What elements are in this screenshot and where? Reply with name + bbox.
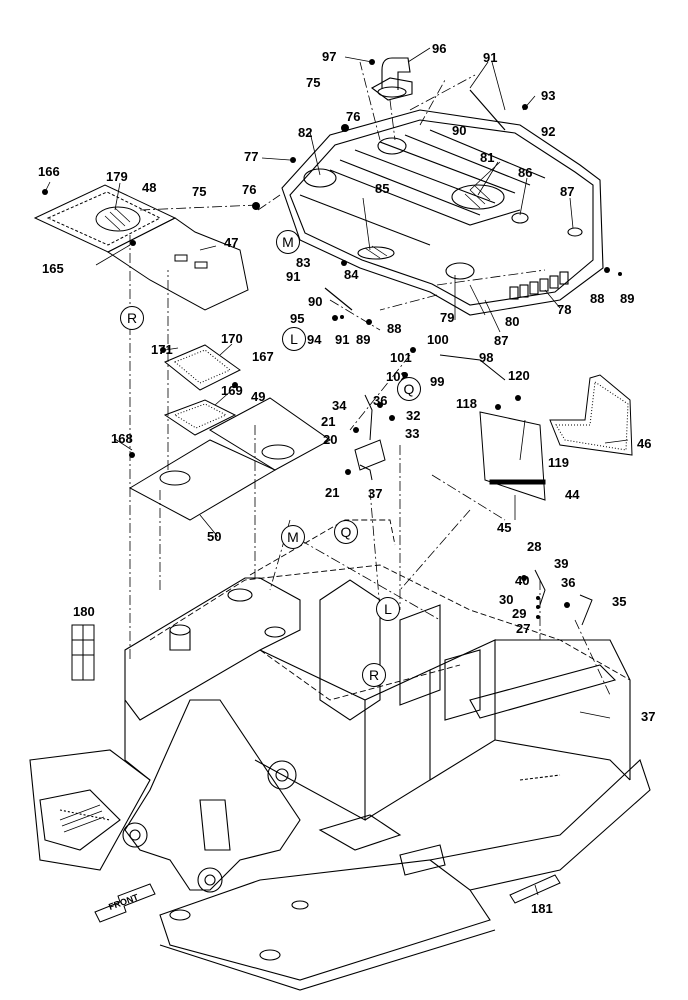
part-callout: 93	[541, 88, 556, 103]
part-callout: 45	[497, 520, 512, 535]
part-callout: 75	[306, 75, 321, 90]
part-callout: 87	[560, 184, 575, 199]
part-callout: 21	[325, 485, 340, 500]
engine-hood	[281, 109, 604, 316]
upper-frame	[124, 577, 631, 821]
part-callout: 50	[207, 529, 222, 544]
part-callout: 39	[554, 556, 569, 571]
part-callout: 75	[192, 184, 207, 199]
part-callout: 32	[406, 408, 421, 423]
boom-mount	[122, 699, 301, 893]
part-callout: 120	[508, 368, 530, 383]
foam-blocks	[71, 624, 561, 904]
part-callout: 98	[479, 350, 494, 365]
front-arrow	[94, 883, 156, 923]
screens	[163, 344, 241, 436]
part-callout: 168	[111, 431, 133, 446]
part-callout: 99	[430, 374, 445, 389]
part-callout: 48	[142, 180, 157, 195]
brackets	[354, 354, 593, 626]
reference-marker: R	[362, 663, 386, 687]
part-callout: 89	[356, 332, 371, 347]
reference-marker: R	[120, 306, 144, 330]
part-callout: 27	[516, 621, 531, 636]
callout-leaders	[44, 47, 629, 896]
reference-marker: Q	[334, 520, 358, 544]
lower-frame	[29, 749, 651, 991]
part-callout: 96	[432, 41, 447, 56]
exhaust-pipe	[370, 57, 413, 101]
part-callout: 166	[38, 164, 60, 179]
part-callout: 81	[480, 150, 495, 165]
reference-marker: Q	[397, 377, 421, 401]
part-callout: 171	[151, 342, 173, 357]
part-callout: 37	[368, 486, 383, 501]
reference-marker: M	[276, 230, 300, 254]
part-callout: 165	[42, 261, 64, 276]
reference-marker: M	[281, 525, 305, 549]
part-callout: 29	[512, 606, 527, 621]
part-callout: 84	[344, 267, 359, 282]
part-callout: 119	[548, 455, 569, 470]
reference-marker: L	[282, 327, 306, 351]
gas-springs	[324, 89, 506, 311]
fasteners	[42, 59, 622, 619]
part-callout: 78	[557, 302, 572, 317]
part-callout: 47	[224, 235, 239, 250]
part-callout: 92	[541, 124, 556, 139]
part-callout: 21	[321, 414, 336, 429]
part-callout: 80	[505, 314, 520, 329]
part-callout: 83	[296, 255, 311, 270]
part-callout: 88	[590, 291, 605, 306]
part-callout: 28	[527, 539, 542, 554]
part-callout: 95	[290, 311, 305, 326]
part-callout: 79	[440, 310, 455, 325]
leader-lines	[129, 61, 611, 696]
part-callout: 101	[390, 350, 412, 365]
part-callout: 49	[251, 389, 266, 404]
part-callout: 87	[494, 333, 509, 348]
part-callout: 179	[106, 169, 128, 184]
top-panels-left	[33, 184, 249, 311]
part-callout: 36	[561, 575, 576, 590]
part-callout: 44	[565, 487, 580, 502]
part-callout: 34	[332, 398, 347, 413]
part-callout: 91	[286, 269, 301, 284]
floor-plates	[128, 397, 331, 521]
part-callout: 20	[323, 432, 338, 447]
part-callout: 46	[637, 436, 652, 451]
part-callout: 85	[375, 181, 390, 196]
part-callout: 76	[242, 182, 257, 197]
part-callout: 181	[531, 901, 553, 916]
part-callout: 76	[346, 109, 361, 124]
part-callout: 118	[456, 396, 477, 411]
part-callout: 37	[641, 709, 656, 724]
part-callout: 170	[221, 331, 243, 346]
part-callout: 167	[252, 349, 274, 364]
part-callout: 77	[244, 149, 259, 164]
part-callout: 90	[452, 123, 467, 138]
part-callout: 33	[405, 426, 420, 441]
part-callout: 82	[298, 125, 313, 140]
part-callout: 97	[322, 49, 337, 64]
part-callout: 94	[307, 332, 322, 347]
part-callout: 36	[373, 393, 388, 408]
part-callout: 35	[612, 594, 627, 609]
part-callout: 89	[620, 291, 635, 306]
part-callout: 100	[427, 332, 449, 347]
part-callout: 91	[335, 332, 350, 347]
part-callout: 180	[73, 604, 95, 619]
part-callout: 91	[483, 50, 498, 65]
part-callout: 86	[518, 165, 533, 180]
part-callout: 88	[387, 321, 402, 336]
part-callout: 30	[499, 592, 514, 607]
hatch	[59, 185, 491, 833]
part-callout: 90	[308, 294, 323, 309]
side-plates	[479, 374, 633, 501]
part-callout: 169	[221, 383, 243, 398]
part-callout: 40	[515, 573, 530, 588]
reference-marker: L	[376, 597, 400, 621]
